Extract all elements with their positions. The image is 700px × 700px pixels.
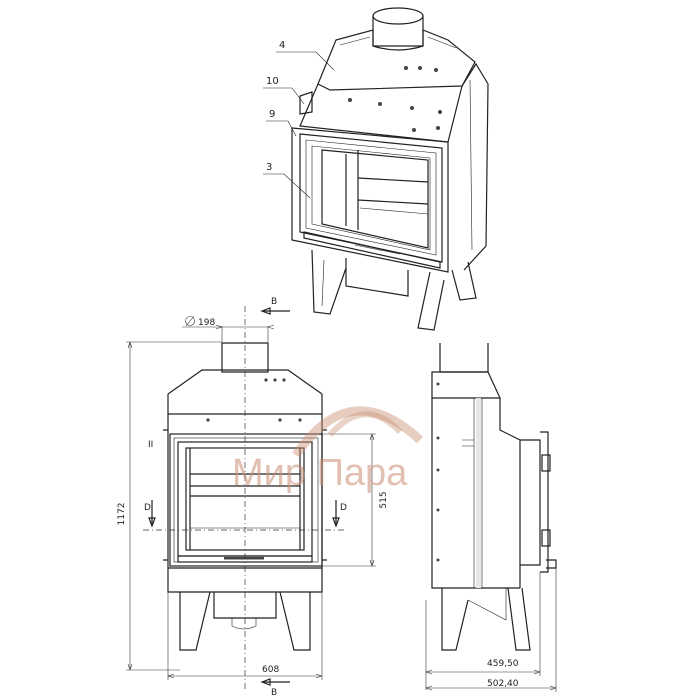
- dimension-overall-width: 608: [167, 592, 323, 680]
- callout-9: 9: [266, 109, 297, 137]
- dimension-flue-diameter: 198: [182, 315, 275, 342]
- callout-label-4: 4: [279, 40, 285, 51]
- dimension-door-height: 515: [322, 433, 389, 567]
- section-label-b-top: B: [271, 297, 277, 307]
- section-label-b-bottom: B: [271, 688, 277, 698]
- dim-depth-total-value: 502,40: [487, 679, 519, 689]
- callout-10: 10: [263, 76, 305, 105]
- section-marker-b-bottom: B: [260, 678, 290, 698]
- dim-overall-height-value: 1172: [117, 503, 127, 526]
- callout-4: 4: [276, 40, 335, 71]
- dim-depth-body-value: 459,50: [487, 659, 519, 669]
- callout-3: 3: [263, 162, 311, 199]
- callout-label-10: 10: [266, 76, 279, 87]
- section-marker-d-right: D: [332, 500, 347, 528]
- section-marker-ii: II: [148, 440, 153, 450]
- section-label-d-left: D: [144, 503, 151, 513]
- section-label-ii: II: [148, 440, 153, 450]
- callout-label-9: 9: [269, 109, 275, 120]
- watermark-logo: Мир Пара: [232, 406, 424, 494]
- watermark-text: Мир Пара: [232, 452, 408, 494]
- section-marker-d-left: D: [144, 500, 156, 528]
- dimension-depth-body: 459,50: [425, 572, 541, 690]
- callout-label-3: 3: [266, 162, 272, 173]
- section-label-d-right: D: [340, 503, 347, 513]
- callouts: 4 10 9 3: [263, 40, 335, 199]
- dim-door-height-value: 515: [379, 491, 389, 508]
- dimension-overall-height: 1172: [117, 341, 222, 671]
- side-view: [431, 343, 557, 651]
- dimension-depth-total: 502,40: [425, 568, 557, 692]
- section-marker-b-top: B: [260, 297, 290, 315]
- dim-overall-width-value: 608: [262, 665, 279, 675]
- dim-flue-diameter-value: 198: [198, 318, 215, 328]
- isometric-view: [291, 7, 489, 331]
